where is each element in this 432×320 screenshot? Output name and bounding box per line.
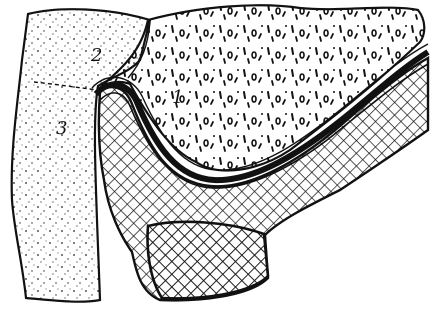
lower-block	[148, 222, 268, 299]
label-region-3: 3	[56, 120, 67, 138]
label-region-1: 1	[172, 89, 183, 107]
label-region-2: 2	[91, 47, 102, 65]
